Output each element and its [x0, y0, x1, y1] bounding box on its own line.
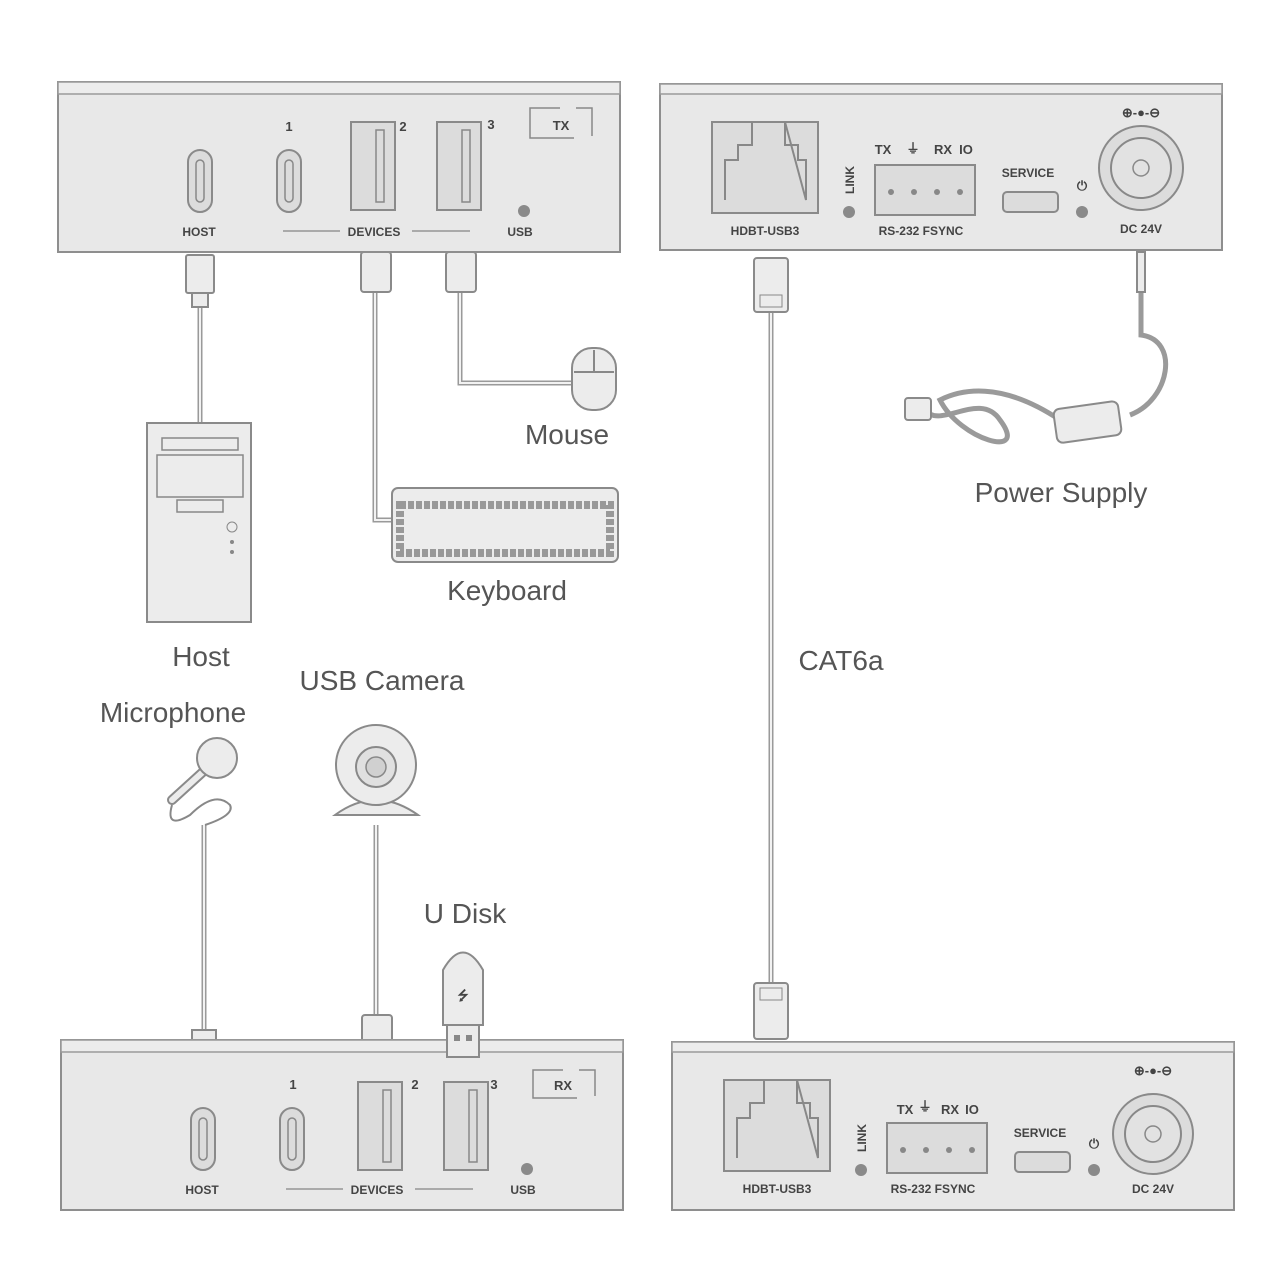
rx-badge: RX: [554, 1078, 572, 1093]
tx-unit: 1 2 3 TX HOST DEVICES USB: [57, 81, 621, 253]
link-led-icon: [843, 206, 855, 218]
device-port-1[interactable]: [279, 1107, 305, 1171]
microphone-label: Microphone: [100, 697, 246, 728]
power-cable: [904, 251, 1169, 445]
hdbt-rj45-port[interactable]: [711, 121, 819, 214]
service-label: SERVICE: [1014, 1126, 1066, 1140]
port-number: 1: [285, 119, 292, 134]
usb-label: USB: [507, 225, 533, 239]
u-disk-icon: ⭍: [442, 951, 484, 1058]
devices-label: DEVICES: [351, 1183, 404, 1197]
tx-badge: TX: [553, 118, 570, 133]
link-label: LINK: [855, 1124, 869, 1152]
device-port-2[interactable]: [350, 121, 396, 211]
port-number: 2: [411, 1077, 418, 1092]
service-port[interactable]: [1002, 191, 1059, 213]
microphone-icon: [167, 737, 238, 826]
mouse-icon: [571, 347, 617, 411]
keyboard-label: Keyboard: [447, 575, 567, 606]
power-icon: ⏻: [1077, 178, 1088, 193]
link-label: LINK: [843, 166, 857, 194]
mouse-label: Mouse: [525, 419, 609, 450]
rj45-plug-icon: [753, 257, 789, 313]
rj45-plug-icon: [753, 982, 789, 1040]
power-adapter-icon: [1052, 400, 1123, 444]
device-port-1[interactable]: [276, 149, 302, 213]
cat6a-cable: [753, 257, 789, 1040]
tx-pin-label: TX: [897, 1102, 914, 1117]
devices-label: DEVICES: [348, 225, 401, 239]
usb-symbol-icon: ⭍: [458, 988, 469, 1003]
usb-camera-label: USB Camera: [300, 665, 465, 696]
usb-a-plug-icon: [360, 251, 392, 293]
usb-led-icon: [521, 1163, 533, 1175]
device-port-3[interactable]: [436, 121, 482, 211]
hdbt-rj45-port[interactable]: [723, 1079, 831, 1172]
rx-extender: HDBT-USB3 LINK TX ⏚ RX IO RS-232 FSYNC S…: [671, 1041, 1235, 1211]
host-pc-icon: [146, 422, 252, 623]
service-port[interactable]: [1014, 1151, 1071, 1173]
host-cable: [185, 254, 215, 425]
service-label: SERVICE: [1002, 166, 1054, 180]
host-label: Host: [172, 641, 230, 672]
cat6a-label: CAT6a: [798, 645, 883, 676]
rx-unit: 1 2 3 RX HOST DEVICES USB: [60, 1039, 624, 1211]
power-supply-label: Power Supply: [975, 477, 1148, 508]
port-number: 3: [490, 1077, 497, 1092]
u-disk-label: U Disk: [424, 898, 507, 929]
hdbt-usb3-label: HDBT-USB3: [743, 1182, 812, 1196]
device-port-3[interactable]: [443, 1081, 489, 1171]
power-led-icon: [1088, 1164, 1100, 1176]
port-number: 2: [399, 119, 406, 134]
dc-24v-label: DC 24V: [1132, 1182, 1174, 1196]
io-pin-label: IO: [965, 1102, 979, 1117]
host-usb-c-port[interactable]: [190, 1107, 216, 1171]
link-led-icon: [855, 1164, 867, 1176]
io-pin-label: IO: [959, 142, 973, 157]
usb-a-plug-icon: [445, 251, 477, 293]
polarity-icon: ⊕-●-⊖: [1134, 1063, 1172, 1078]
host-label: HOST: [182, 225, 216, 239]
dc-24v-label: DC 24V: [1120, 222, 1162, 236]
power-led-icon: [1076, 206, 1088, 218]
usb-label: USB: [510, 1183, 536, 1197]
keyboard-icon: [391, 487, 619, 563]
port-number: 3: [487, 117, 494, 132]
usb-led-icon: [518, 205, 530, 217]
rx-pin-label: RX: [941, 1102, 959, 1117]
ground-icon: ⏚: [918, 1099, 931, 1114]
ground-icon: ⏚: [906, 141, 919, 156]
usb-c-plug-icon: [185, 254, 215, 294]
rs232-fsync-label: RS-232 FSYNC: [891, 1182, 976, 1196]
usb-camera-icon: [331, 724, 422, 816]
rx-pin-label: RX: [934, 142, 952, 157]
microphone-cable: [191, 825, 217, 1053]
port-number: 1: [289, 1077, 296, 1092]
camera-cable: [361, 825, 393, 1050]
tx-pin-label: TX: [875, 142, 892, 157]
keyboard-cable: [360, 245, 395, 523]
host-usb-c-port[interactable]: [187, 149, 213, 213]
device-port-2[interactable]: [357, 1081, 403, 1171]
rs232-fsync-label: RS-232 FSYNC: [879, 224, 964, 238]
hdbt-usb3-label: HDBT-USB3: [731, 224, 800, 238]
polarity-icon: ⊕-●-⊖: [1122, 105, 1160, 120]
power-plug-icon: [904, 397, 932, 421]
tx-extender: HDBT-USB3 LINK TX ⏚ RX IO RS-232 FSYNC S…: [659, 83, 1223, 251]
power-icon: ⏻: [1089, 1136, 1100, 1151]
host-label: HOST: [185, 1183, 219, 1197]
mouse-cable: [445, 245, 574, 386]
